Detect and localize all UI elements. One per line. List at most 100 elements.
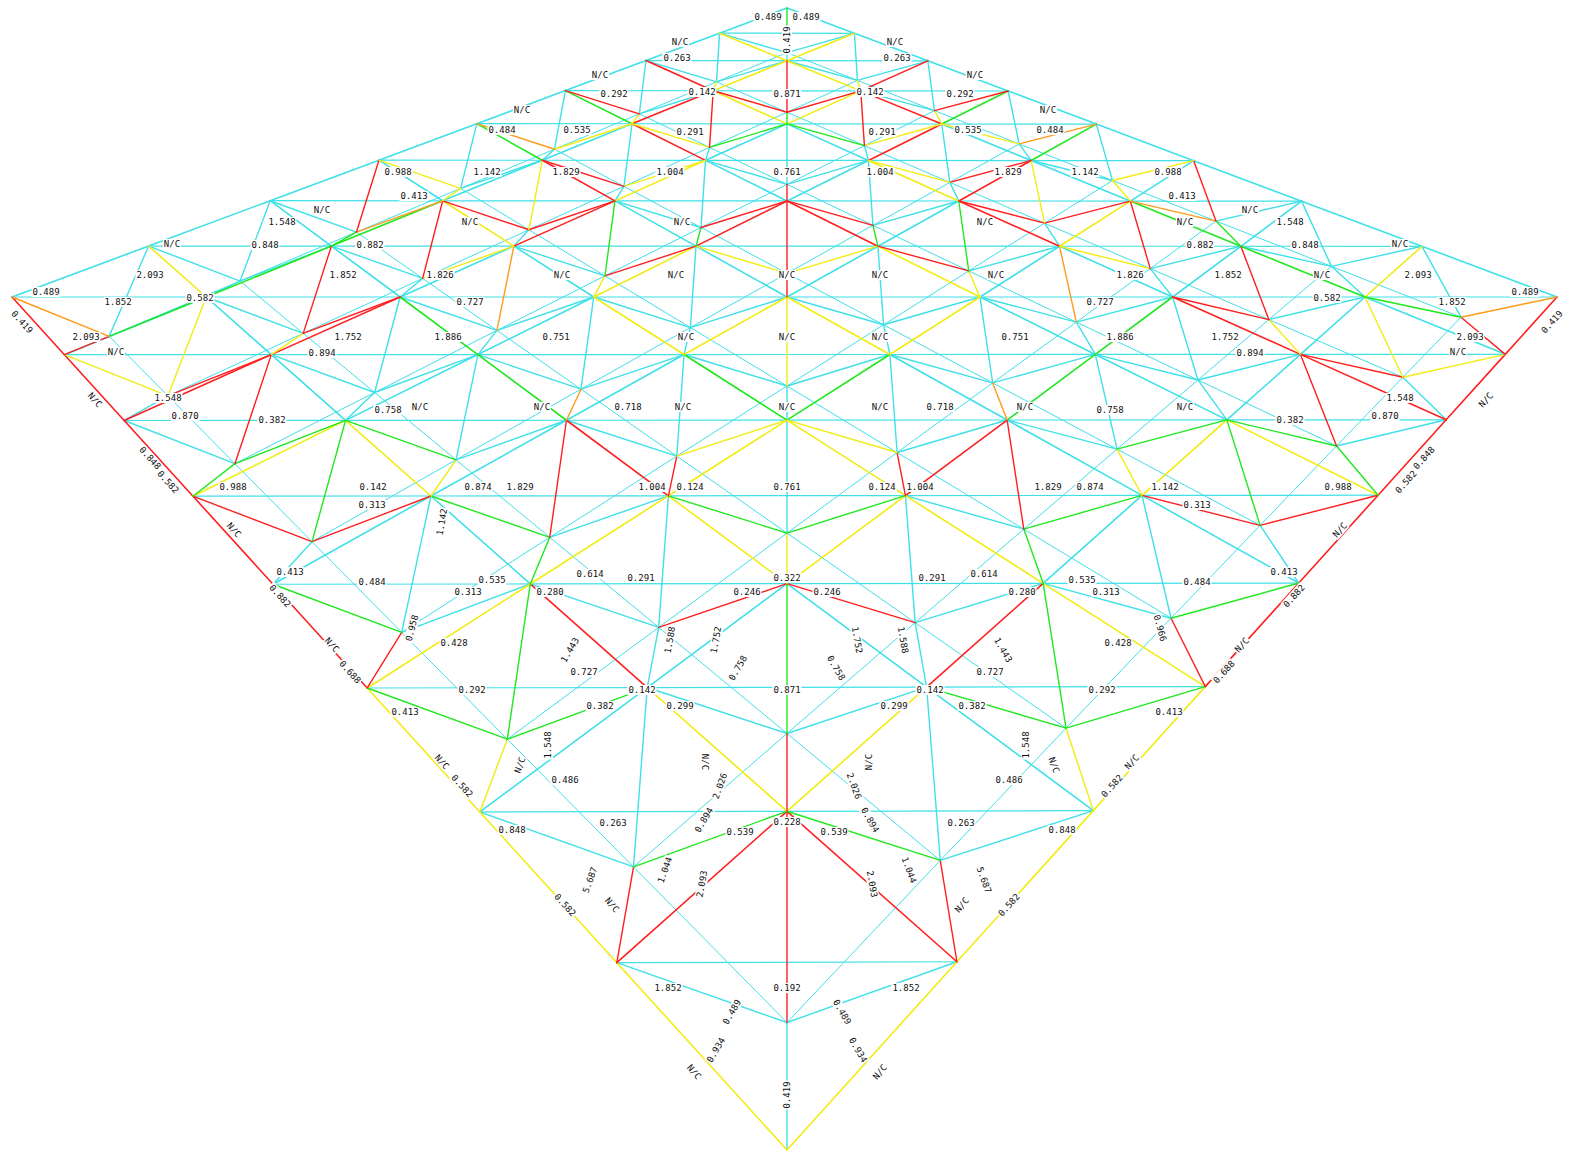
frame-member	[480, 739, 507, 812]
frame-member	[1095, 354, 1226, 419]
frame-member	[206, 297, 271, 355]
frame-member	[928, 61, 935, 111]
frame-member	[1241, 246, 1269, 319]
stress-ratio: 1.548	[1385, 393, 1414, 403]
frame-member	[1031, 160, 1194, 161]
stress-ratio: 0.192	[772, 983, 801, 993]
frame-member	[884, 325, 993, 383]
frame-member	[905, 495, 1142, 496]
frame-member	[980, 246, 1060, 297]
frame-member	[443, 201, 529, 230]
frame-member	[1173, 297, 1269, 320]
frame-member	[717, 33, 720, 82]
stress-ratio: 1.829	[993, 167, 1022, 177]
frame-member	[684, 355, 787, 386]
stress-ratio: 0.292	[599, 89, 628, 99]
frame-member	[934, 111, 1019, 144]
frame-member	[787, 200, 959, 201]
stress-ratio: 0.870	[1370, 411, 1399, 421]
frame-member	[632, 124, 705, 161]
frame-member	[786, 584, 787, 734]
frame-member	[710, 91, 714, 148]
frame-member	[530, 537, 549, 584]
frame-member	[787, 496, 905, 534]
stress-ratio: N/C	[1016, 402, 1034, 412]
frame-member	[787, 453, 897, 534]
stress-ratio: 0.419	[782, 25, 792, 54]
stress-ratio: 0.894	[692, 805, 715, 835]
frame-member	[206, 297, 303, 333]
stress-ratio: 0.718	[925, 402, 954, 412]
stress-ratio: N/C	[512, 755, 528, 776]
stress-ratio: 1.588	[663, 625, 678, 655]
stress-ratio: N/C	[1313, 270, 1331, 280]
frame-member	[529, 201, 615, 230]
stress-ratio: 0.848	[137, 444, 164, 472]
stress-ratio: 0.614	[969, 569, 998, 579]
frame-member	[605, 201, 615, 276]
frame-member	[868, 160, 1031, 161]
frame-member	[346, 420, 457, 459]
stress-ratio: 1.004	[905, 482, 934, 492]
frame-member	[480, 811, 787, 813]
stress-ratio: N/C	[778, 402, 796, 412]
frame-member	[1043, 495, 1142, 583]
frame-member	[705, 147, 709, 160]
frame-member	[1142, 495, 1260, 525]
stress-ratio: N/C	[322, 635, 342, 655]
frame-member	[1117, 420, 1227, 449]
frame-member	[1096, 124, 1193, 161]
frame-member	[477, 91, 566, 124]
frame-member	[632, 123, 787, 124]
frame-member	[701, 201, 787, 228]
stress-ratio: 0.582	[155, 468, 182, 496]
stress-ratio: 0.313	[1182, 500, 1211, 510]
frame-member	[787, 325, 884, 386]
stress-ratio: 2.093	[695, 869, 710, 899]
frame-member	[379, 124, 477, 161]
frame-member	[529, 160, 542, 230]
frame-member	[356, 188, 460, 232]
stress-ratio: N/C	[673, 217, 691, 227]
stress-ratio: N/C	[886, 37, 904, 47]
frame-member	[346, 420, 431, 496]
frame-member	[530, 584, 658, 627]
stress-ratio: N/C	[1232, 635, 1252, 655]
frame-member	[480, 812, 617, 963]
frame-member	[1024, 449, 1117, 529]
stress-ratio: 0.246	[812, 587, 841, 597]
frame-member	[270, 160, 379, 201]
frame-member	[927, 687, 941, 860]
frame-member	[168, 297, 206, 396]
frame-member	[787, 8, 854, 33]
frame-member	[193, 420, 346, 496]
frame-member	[701, 184, 787, 227]
frame-member	[379, 160, 461, 188]
stress-ratio: 1.004	[637, 482, 666, 492]
stress-ratio: 0.322	[772, 573, 801, 583]
frame-member	[443, 200, 615, 201]
stress-ratio: 0.539	[819, 827, 848, 837]
stress-ratio: 1.548	[153, 393, 182, 403]
frame-member	[684, 297, 787, 355]
frame-member	[1300, 354, 1505, 355]
frame-member	[124, 420, 345, 421]
frame-member	[206, 246, 331, 297]
frame-member	[554, 91, 565, 150]
stress-ratio: 5.687	[580, 865, 599, 896]
frame-member	[1142, 495, 1378, 496]
stress-ratio: N/C	[677, 332, 695, 342]
frame-member	[878, 246, 1060, 247]
frame-member	[1060, 246, 1151, 268]
frame-member	[942, 124, 1031, 161]
stress-ratio: 0.882	[1185, 240, 1214, 250]
frame-member	[927, 687, 1094, 811]
stress-ratio: 1.443	[558, 635, 581, 665]
frame-member	[566, 420, 787, 421]
stress-ratio: 2.093	[865, 869, 880, 899]
frame-member	[868, 124, 941, 160]
frame-member	[905, 496, 1043, 584]
frame-member	[677, 420, 787, 456]
frame-member	[787, 297, 890, 354]
frame-member	[431, 460, 456, 496]
